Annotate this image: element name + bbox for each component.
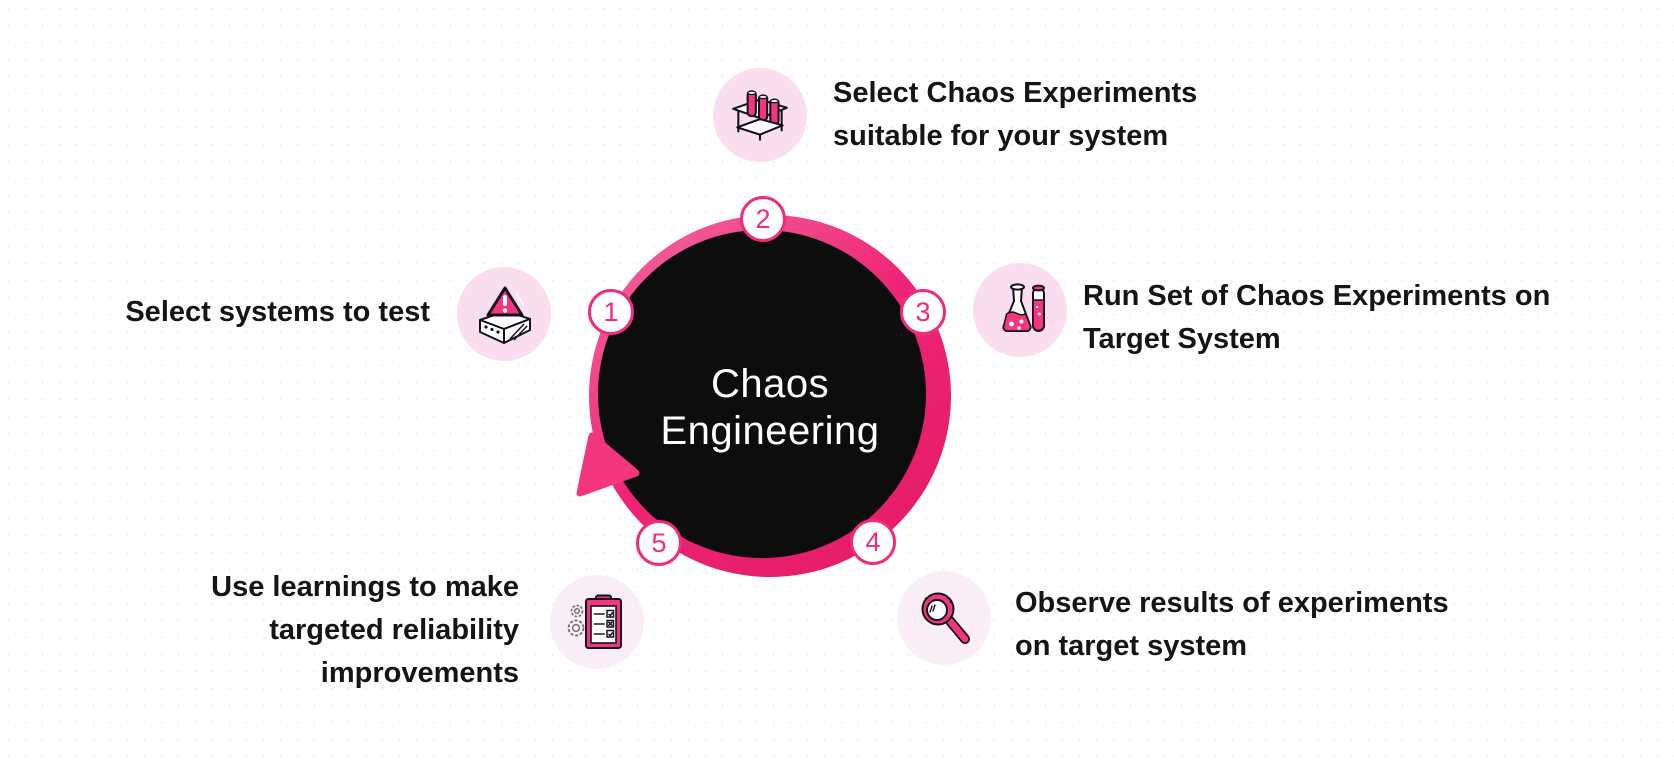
step-number-4: 4: [865, 526, 881, 557]
step4-icon-circle: [897, 571, 991, 665]
step-number-2: 2: [755, 203, 771, 234]
center-circle: [598, 230, 926, 558]
flask-and-tube-icon: [1002, 283, 1045, 333]
test-tube-rack-icon: [732, 90, 788, 141]
step2-icon-circle: [713, 68, 807, 162]
step-number-1: 1: [603, 296, 619, 327]
step5-label: Use learnings to make targeted reliabili…: [211, 571, 519, 689]
diagram-title-line1: Chaos: [710, 362, 830, 406]
diagram-title-line2: Engineering: [660, 409, 880, 453]
step-badge-2: 2: [740, 196, 786, 242]
magnifying-glass-icon: [921, 592, 970, 644]
cycle-arrow-icon: [576, 432, 640, 497]
step-badge-3: 3: [900, 289, 946, 335]
step3-label: Run Set of Chaos Experiments on Target S…: [1083, 280, 1551, 355]
step1-label: Select systems to test: [125, 296, 430, 328]
step-number-3: 3: [915, 296, 931, 327]
warning-box-icon: [479, 286, 531, 344]
step-badge-1: 1: [588, 289, 634, 335]
clipboard-checklist-icon: [567, 594, 622, 649]
step2-label: Select Chaos Experiments suitable for yo…: [833, 77, 1198, 152]
step5-icon-circle: [550, 575, 644, 669]
diagram-title: Chaos Engineering: [661, 361, 880, 455]
step-badge-5: 5: [636, 520, 682, 566]
step-badge-4: 4: [850, 519, 896, 565]
step1-icon-circle: [457, 267, 551, 361]
step4-label: Observe results of experiments on target…: [1015, 587, 1449, 662]
step3-icon-circle: [973, 263, 1067, 357]
step-number-5: 5: [651, 527, 667, 558]
